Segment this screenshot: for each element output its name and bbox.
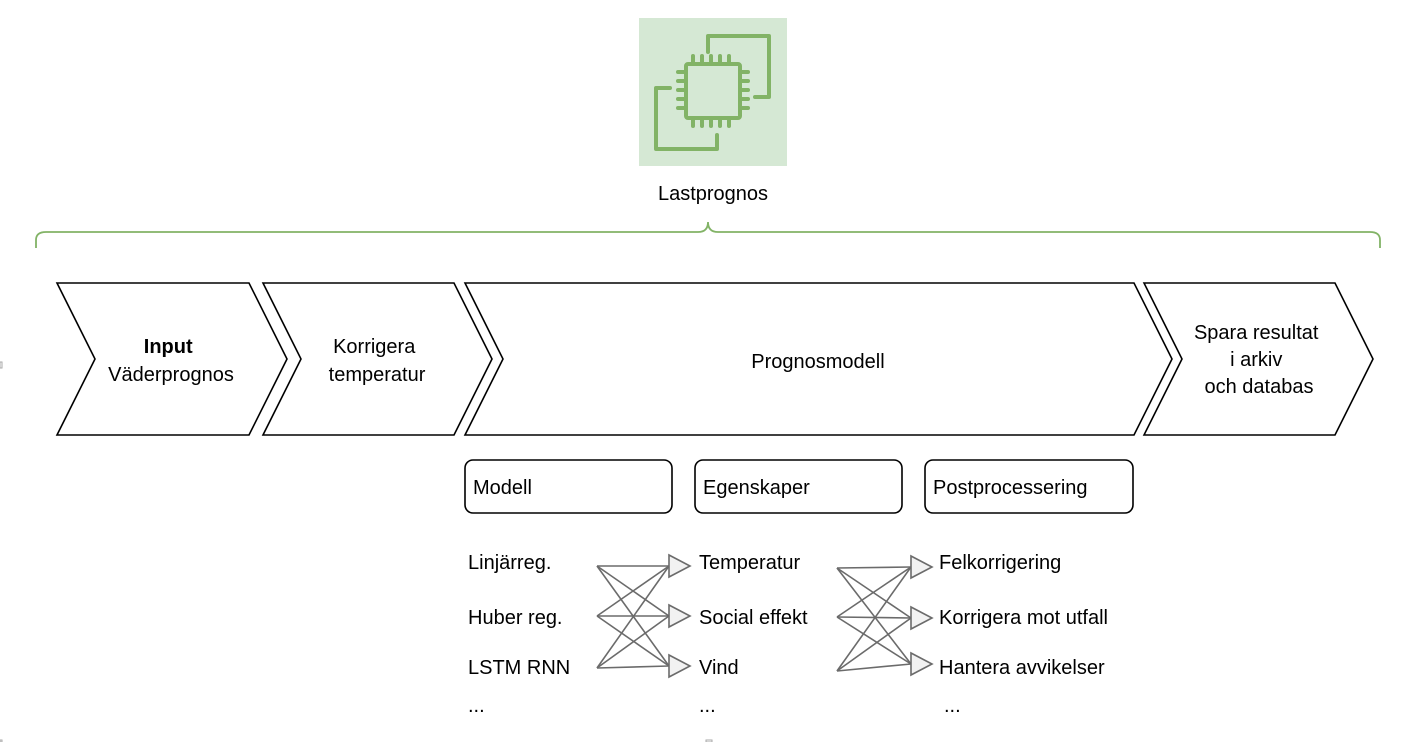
arrowhead-icon bbox=[910, 651, 934, 677]
list-item: Felkorrigering bbox=[939, 552, 1061, 574]
arrowhead-icon bbox=[910, 554, 934, 580]
connector-line bbox=[836, 616, 912, 665]
list-item: ... bbox=[468, 695, 485, 717]
header-box-features[interactable] bbox=[694, 459, 903, 514]
connector-line bbox=[596, 665, 670, 669]
header-label-postprocessing: Postprocessering bbox=[933, 477, 1088, 499]
step-chevron-correct-temperature[interactable] bbox=[261, 282, 493, 436]
edge-marker bbox=[0, 739, 3, 742]
column-items: Linjärreg. Huber reg. LSTM RNN... Temperatu… bbox=[468, 552, 1108, 717]
connectors bbox=[596, 553, 934, 679]
list-item: Vind bbox=[699, 657, 739, 679]
connector-line bbox=[836, 567, 912, 619]
grouping-brace bbox=[35, 221, 1381, 248]
list-item: Linjärreg. bbox=[468, 552, 551, 574]
step-label-correct-temperature: Korrigera temperatur bbox=[329, 336, 426, 386]
connector-line bbox=[596, 615, 670, 669]
header-box-postprocessing[interactable] bbox=[924, 459, 1134, 514]
list-item: ... bbox=[699, 695, 716, 717]
connector-line bbox=[596, 565, 670, 617]
connector-line bbox=[836, 616, 912, 619]
list-item: LSTM RNN bbox=[468, 657, 570, 679]
connector-line bbox=[836, 566, 912, 569]
header-box-model[interactable] bbox=[464, 459, 673, 514]
connector-line bbox=[836, 617, 912, 672]
list-item: Korrigera mot utfall bbox=[939, 607, 1108, 629]
connector-line bbox=[596, 565, 670, 669]
icon-label: Lastprognos bbox=[658, 183, 768, 205]
connector-line bbox=[836, 566, 912, 672]
connector-line bbox=[836, 566, 912, 618]
step-label-save-results: Spara resultat i arkiv och databas bbox=[1194, 322, 1324, 398]
list-item: Huber reg. bbox=[468, 607, 563, 629]
list-item: Temperatur bbox=[699, 552, 800, 574]
list-item: Social effekt bbox=[699, 607, 808, 629]
step-chevron-forecast-model[interactable] bbox=[463, 282, 1173, 436]
step-chevron-input[interactable] bbox=[55, 282, 288, 436]
edge-marker bbox=[705, 739, 713, 742]
edge-marker bbox=[0, 361, 3, 369]
arrowhead-icon bbox=[910, 605, 934, 631]
connector-line bbox=[596, 615, 670, 667]
step-label-input: Input Väderprognos bbox=[108, 336, 234, 386]
connector-line bbox=[836, 567, 912, 665]
list-item: ... bbox=[944, 695, 961, 717]
step-label-forecast-model: Prognosmodell bbox=[751, 351, 884, 373]
header-label-model: Modell bbox=[473, 477, 532, 499]
header-label-features: Egenskaper bbox=[703, 477, 810, 499]
step-chevron-save-results[interactable] bbox=[1142, 282, 1374, 436]
arrowhead-icon bbox=[668, 653, 692, 679]
arrowhead-icon bbox=[668, 603, 692, 629]
arrowhead-icon bbox=[668, 553, 692, 579]
processor-chip-icon[interactable] bbox=[639, 18, 787, 166]
connector-line bbox=[836, 663, 912, 672]
list-item: Hantera avvikelser bbox=[939, 657, 1105, 679]
